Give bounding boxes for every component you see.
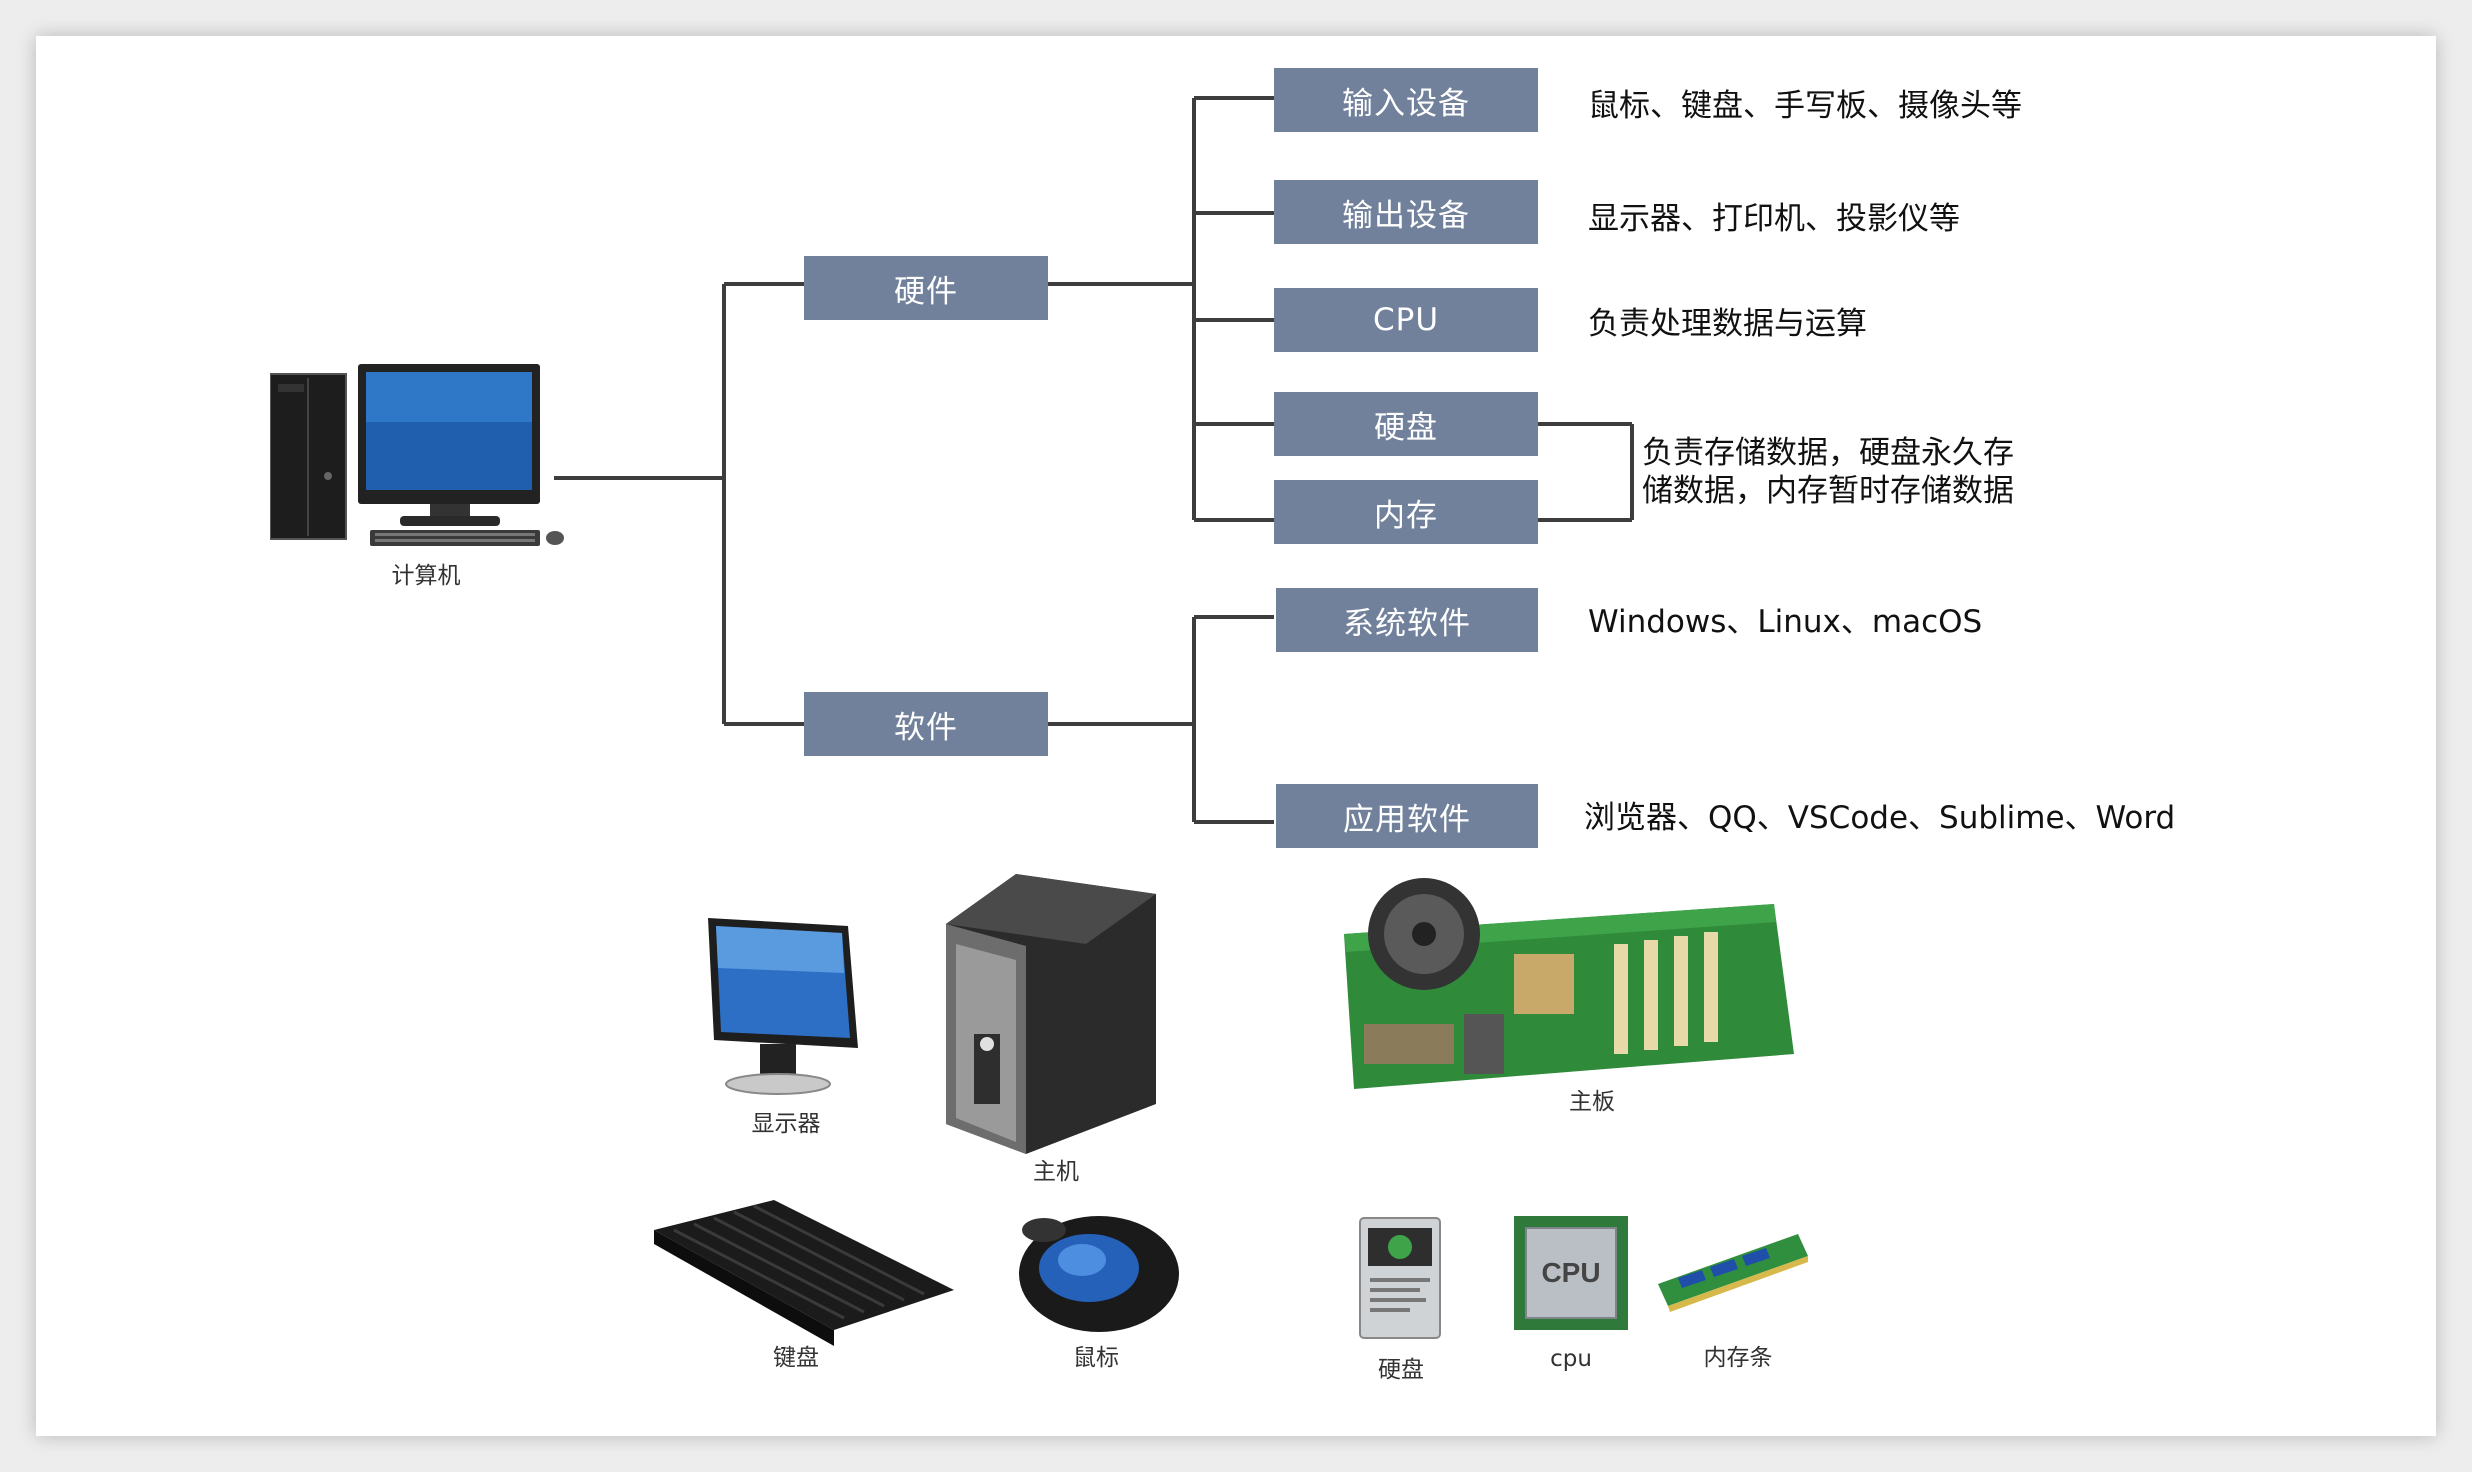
keyboard-icon — [654, 1200, 954, 1346]
computer-icon — [270, 364, 564, 546]
node-disk: 硬盘 — [1274, 392, 1538, 456]
node-output-devices: 输出设备 — [1274, 180, 1538, 244]
desc-system-software: Windows、Linux、macOS — [1588, 604, 1983, 640]
desc-application-software: 浏览器、QQ、VSCode、Sublime、Word — [1584, 800, 2176, 836]
motherboard-caption: 主板 — [1569, 1089, 1615, 1115]
ram-stick-icon — [1658, 1234, 1808, 1312]
desc-input-devices: 鼠标、键盘、手写板、摄像头等 — [1588, 88, 2022, 124]
diagram-canvas: 计算机 硬件 软件 输入设备 输出设备 CPU 硬盘 内存 系统软件 应用软件 … — [36, 36, 2436, 1436]
computer-caption: 计算机 — [391, 563, 461, 589]
monitor-icon — [708, 918, 858, 1095]
mouse-icon — [1019, 1216, 1179, 1332]
mouse-caption: 鼠标 — [1073, 1345, 1119, 1371]
host-caption: 主机 — [1033, 1159, 1079, 1185]
hard-disk-caption: 硬盘 — [1378, 1357, 1424, 1383]
desc-output-devices: 显示器、打印机、投影仪等 — [1588, 201, 1960, 237]
node-software: 软件 — [804, 692, 1048, 756]
ram-caption: 内存条 — [1703, 1345, 1773, 1371]
hard-disk-icon — [1359, 1217, 1441, 1339]
desc-cpu: 负责处理数据与运算 — [1588, 306, 1867, 342]
node-input-devices: 输入设备 — [1274, 68, 1538, 132]
node-system-software: 系统软件 — [1276, 588, 1538, 652]
desc-storage: 负责存储数据，硬盘永久存储数据，内存暂时存储数据 — [1642, 435, 2014, 509]
cpu-chip-icon: CPU — [1514, 1216, 1628, 1330]
motherboard-icon — [1344, 878, 1794, 1089]
node-application-software: 应用软件 — [1276, 784, 1538, 848]
node-memory: 内存 — [1274, 480, 1538, 544]
node-cpu: CPU — [1274, 288, 1538, 352]
monitor-caption: 显示器 — [751, 1111, 821, 1137]
host-tower-icon — [946, 874, 1156, 1154]
keyboard-caption: 键盘 — [773, 1345, 819, 1371]
cpu-caption: cpu — [1550, 1346, 1592, 1372]
node-hardware: 硬件 — [804, 256, 1048, 320]
cpu-chip-label: CPU — [1541, 1257, 1600, 1288]
connector-lines — [554, 96, 1634, 824]
